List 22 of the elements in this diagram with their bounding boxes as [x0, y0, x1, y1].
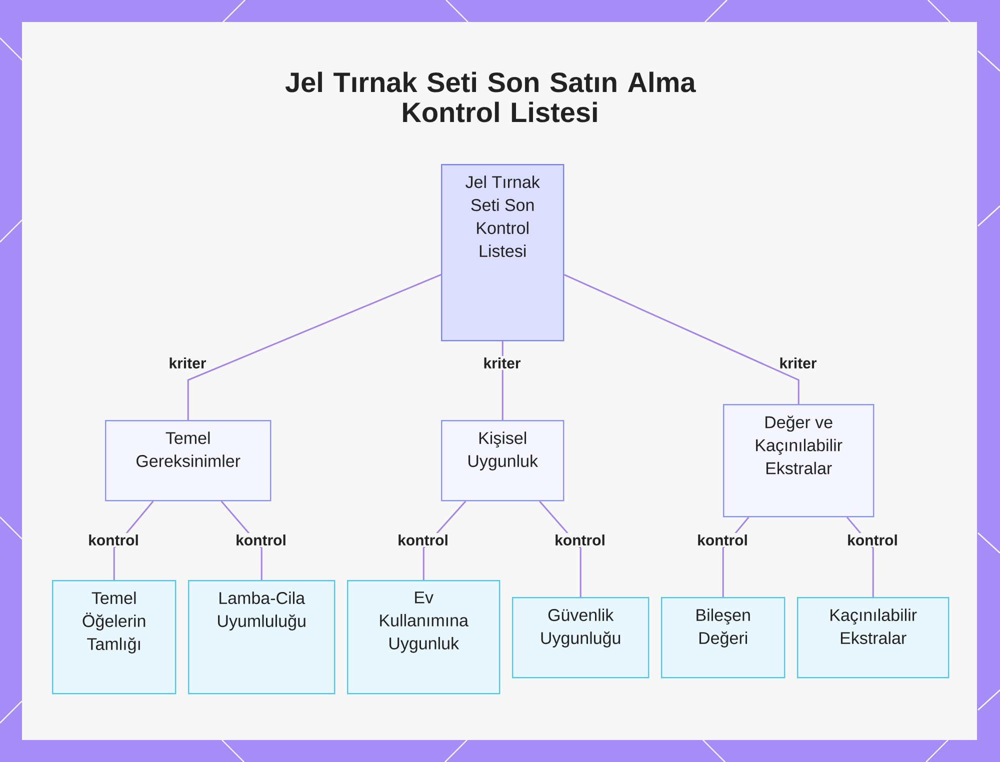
- item-box: Kaçınılabilir Ekstralar: [797, 597, 950, 678]
- item-box: Ev Kullanımına Uygunluk: [347, 580, 500, 694]
- category-box: Kişisel Uygunluk: [441, 420, 564, 502]
- edge-label: kontrol: [553, 532, 607, 547]
- edge-label: kontrol: [234, 532, 288, 547]
- edge-label: kontrol: [846, 532, 900, 547]
- edge-label: kriter: [167, 356, 208, 370]
- edge-label: kontrol: [396, 532, 450, 547]
- edge-label: kontrol: [696, 532, 750, 547]
- item-box: Bileşen Değeri: [661, 597, 786, 678]
- item-box: Temel Öğelerin Tamlığı: [52, 580, 176, 694]
- topic-box: Jel Tırnak Seti Son Kontrol Listesi: [441, 164, 564, 342]
- category-box: Temel Gereksinimler: [105, 420, 272, 502]
- item-box: Lamba-Cila Uyumluluğu: [188, 580, 336, 694]
- edge-label: kontrol: [86, 532, 140, 547]
- connector-line: [564, 274, 800, 404]
- title: Jel Tırnak Seti Son Satın Alma Kontrol Listesi: [285, 72, 696, 122]
- connector-line: [187, 274, 442, 420]
- item-box: Güvenlik Uygunluğu: [512, 597, 650, 678]
- edge-label: kriter: [482, 356, 522, 370]
- category-box: Değer ve Kaçınılabilir Ekstralar: [723, 404, 874, 518]
- edge-label: kriter: [778, 356, 818, 370]
